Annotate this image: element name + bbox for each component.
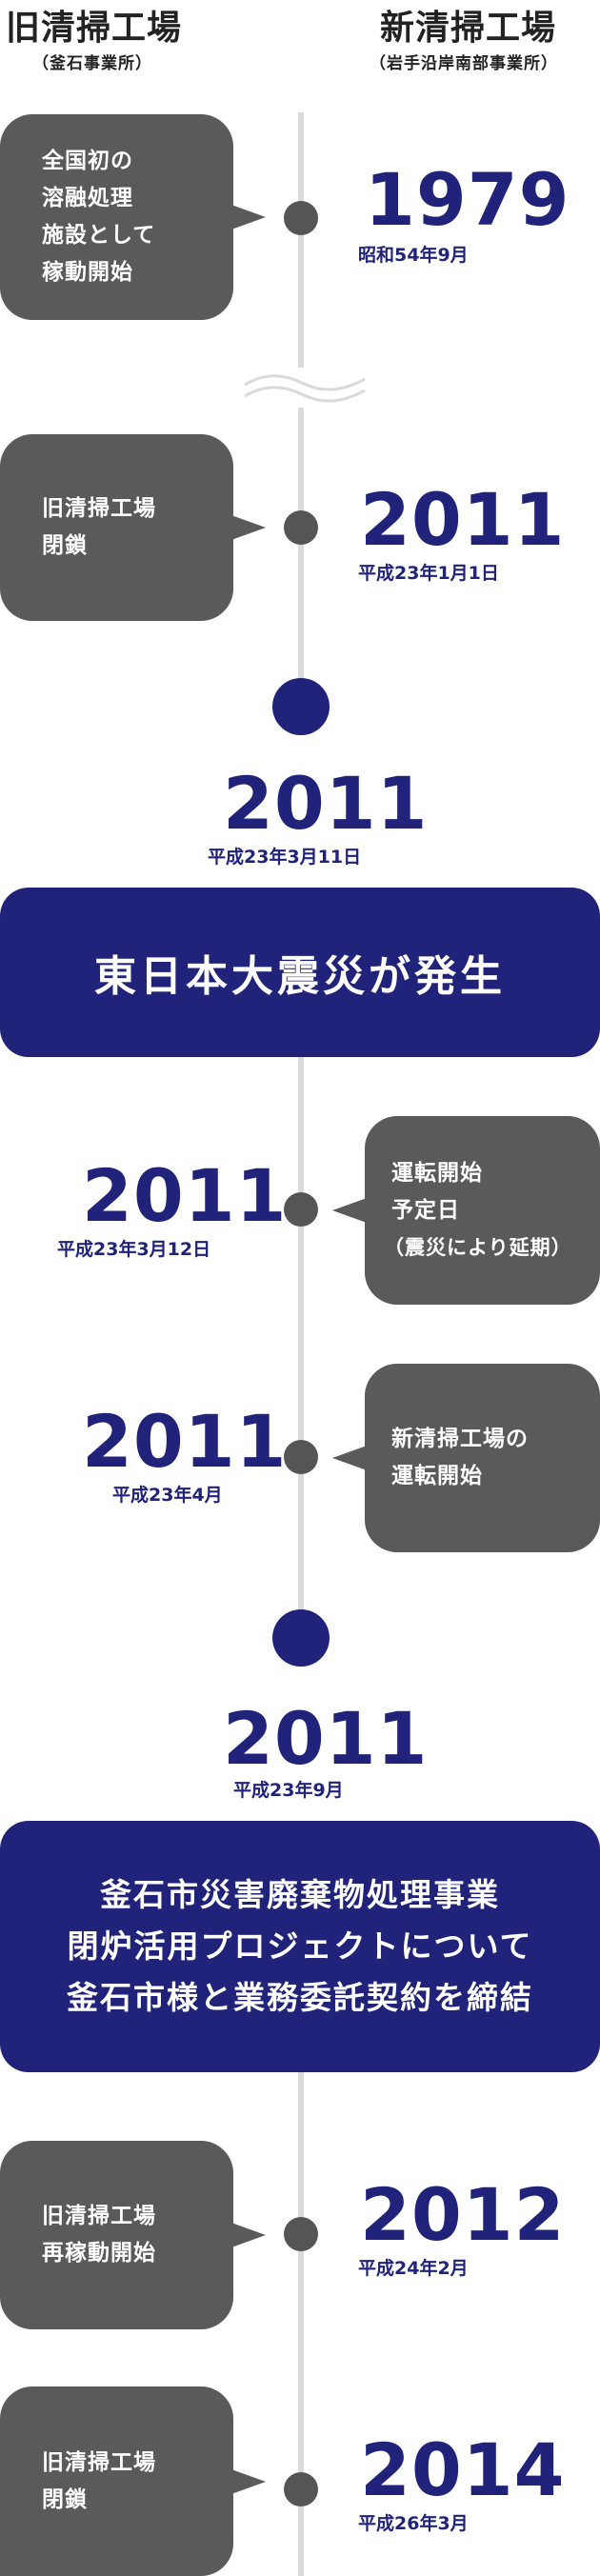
event-text-line: 運転開始	[391, 1160, 483, 1186]
event-bubble: 旧清掃工場 閉鎖	[0, 434, 266, 621]
event-text-line: 全国初の	[42, 149, 133, 173]
old-plant-subtitle: （釜石事業所）	[32, 54, 152, 73]
event-date: 平成23年1月1日	[358, 563, 499, 584]
event-year: 2014	[360, 2427, 566, 2512]
bubble-pointer	[231, 205, 266, 230]
event-year: 2011	[223, 761, 429, 846]
timeline-dot	[284, 1440, 318, 1474]
event-text-line: 閉鎖	[42, 2486, 88, 2512]
event-year: 2012	[360, 2172, 566, 2257]
event-bubble: 運転開始 予定日 （震災により延期）	[332, 1116, 600, 1305]
event-bubble: 新清掃工場の 運転開始	[332, 1364, 600, 1552]
bubble-pointer	[332, 1198, 367, 1223]
bubble-pointer	[332, 1446, 367, 1470]
event-bubble: 旧清掃工場 再稼動開始	[0, 2141, 266, 2329]
timeline-line	[298, 2071, 304, 2576]
event-text-line: 新清掃工場の	[391, 1427, 529, 1451]
timeline-line	[298, 1057, 304, 1609]
new-plant-subtitle: （岩手沿岸南部事業所）	[370, 54, 558, 73]
event-text-line: 再稼動開始	[42, 2241, 156, 2266]
event-date: 平成23年3月12日	[57, 1239, 211, 1260]
event-date: 平成26年3月	[358, 2513, 469, 2534]
event-text-line: 旧清掃工場	[42, 2449, 156, 2475]
event-bubble: 全国初の 溶融処理 施設として 稼動開始	[0, 114, 266, 320]
old-plant-title: 旧清掃工場	[6, 9, 183, 48]
new-plant-title: 新清掃工場	[380, 9, 557, 48]
timeline-dot	[284, 1192, 318, 1227]
event-bubble: 旧清掃工場 閉鎖	[0, 2386, 266, 2576]
event-date: 昭和54年9月	[358, 245, 469, 266]
timeline-dot	[284, 2217, 318, 2251]
event-text-line: 施設として	[42, 223, 156, 248]
event-text-line: 運転開始	[391, 1464, 483, 1488]
event-text-line: 旧清掃工場	[42, 496, 156, 521]
event-text-line: 予定日	[391, 1197, 460, 1223]
banner-text: 釜石市災害廃棄物処理事業	[100, 1876, 500, 1913]
event-date: 平成23年9月	[233, 1780, 344, 1801]
timeline-line	[298, 112, 304, 368]
event-year: 2011	[82, 1399, 288, 1484]
event-date: 平成23年4月	[112, 1485, 223, 1506]
timeline-dot	[284, 510, 318, 545]
timeline-line	[298, 408, 304, 684]
timeline-dot	[284, 201, 318, 235]
event-year: 2011	[223, 1696, 429, 1781]
event-text-line: 旧清掃工場	[42, 2204, 156, 2228]
event-year: 2011	[82, 1153, 288, 1238]
timeline-dot-major	[272, 1609, 330, 1667]
bubble-pointer	[231, 2223, 266, 2247]
event-text-line: 閉鎖	[42, 533, 88, 558]
event-date: 平成23年3月11日	[208, 847, 362, 868]
event-text-line: 溶融処理	[42, 186, 133, 210]
event-banner: 東日本大震災が発生	[0, 888, 600, 1057]
timeline-dot-major	[272, 678, 330, 735]
bubble-pointer	[231, 2468, 266, 2494]
event-text-line: 稼動開始	[42, 260, 133, 285]
banner-text: 東日本大震災が発生	[94, 952, 506, 1001]
wavy-break-icon	[243, 374, 367, 403]
event-banner: 釜石市災害廃棄物処理事業 閉炉活用プロジェクトについて 釜石市様と業務委託契約を…	[0, 1821, 600, 2072]
event-date: 平成24年2月	[358, 2258, 469, 2279]
banner-text: 閉炉活用プロジェクトについて	[67, 1927, 533, 1965]
event-year: 2011	[360, 477, 566, 562]
bubble-pointer	[231, 515, 266, 540]
timeline-dot	[284, 2472, 318, 2506]
event-year: 1979	[365, 157, 570, 242]
banner-text: 釜石市様と業務委託契約を締結	[67, 1979, 533, 2016]
event-text-line: （震災により延期）	[384, 1235, 572, 1259]
